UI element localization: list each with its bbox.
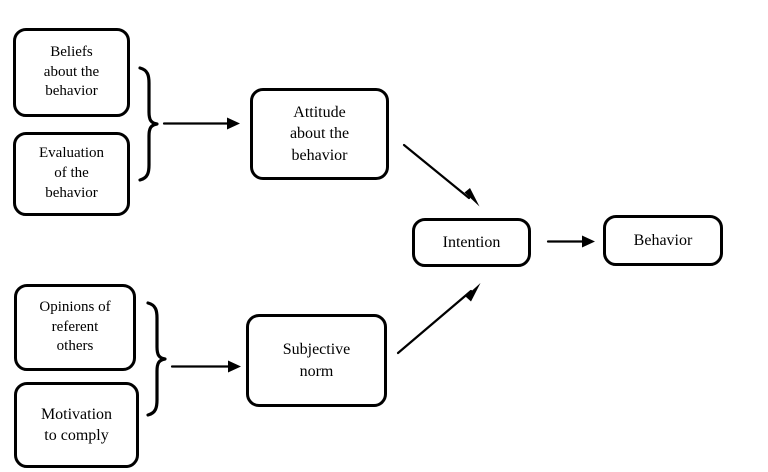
node-behavior: Behavior — [603, 215, 723, 266]
arrow-subjective-norm-to-intention-line — [396, 289, 473, 355]
arrow-attitude-to-intention-head — [464, 188, 480, 207]
node-evaluation: Evaluation of the behavior — [13, 132, 130, 216]
arrow-subjective-norm-to-intention-head — [465, 283, 481, 302]
brace-lower-icon — [146, 301, 167, 417]
node-beliefs-label: Beliefs about the behavior — [43, 43, 100, 100]
node-opinions-label: Opinions of referent others — [39, 298, 111, 355]
node-motivation: Motivation to comply — [14, 382, 139, 468]
node-attitude-label: Attitude about the behavior — [289, 104, 350, 164]
node-motivation-label: Motivation to comply — [40, 405, 113, 444]
arrow-attitude-to-intention-line — [402, 143, 471, 200]
node-subjective-norm-label: Subjective norm — [282, 341, 351, 380]
node-evaluation-label: Evaluation of the behavior — [39, 145, 104, 201]
node-behavior-label: Behavior — [633, 231, 693, 249]
arrow-intention-to-behavior-head — [582, 235, 595, 248]
node-subjective-norm: Subjective norm — [246, 314, 387, 407]
node-opinions: Opinions of referent others — [14, 284, 136, 371]
node-attitude: Attitude about the behavior — [250, 88, 389, 180]
node-beliefs: Beliefs about the behavior — [13, 28, 130, 117]
brace-upper-icon — [138, 66, 159, 182]
node-intention-label: Intention — [442, 233, 501, 251]
node-intention: Intention — [412, 218, 531, 267]
arrow-upper-group-to-attitude-head — [227, 117, 240, 130]
arrow-lower-group-to-subjective-norm-head — [228, 360, 241, 373]
